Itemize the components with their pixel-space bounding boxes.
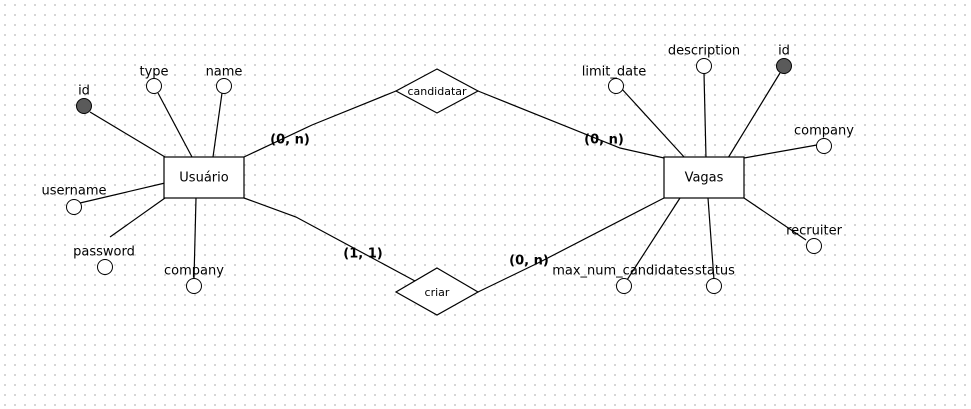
entity-usuario-label: Usuário	[179, 171, 228, 186]
edge-usuario-username	[79, 182, 166, 204]
attribute-vagas-company[interactable]: company	[794, 124, 854, 154]
cardinality-vagas-candidatar: (0, n)	[584, 133, 624, 148]
cardinality-usuario-criar: (1, 1)	[343, 247, 382, 262]
attribute-usuario-company-label: company	[164, 264, 224, 279]
edge-vagas-limit-date	[620, 87, 686, 159]
attribute-usuario-type-label: type	[139, 65, 168, 80]
attribute-usuario-password-label: password	[73, 245, 135, 260]
attribute-vagas-limit-date[interactable]: limit_date	[582, 65, 646, 94]
attribute-vagas-recruiter-label: recruiter	[786, 224, 842, 239]
attribute-vagas-limit-date-label: limit_date	[582, 65, 646, 80]
edge-usuario-criar	[243, 197, 416, 282]
relationship-candidatar[interactable]: candidatar	[394, 68, 480, 114]
attribute-vagas-status[interactable]: status	[695, 264, 735, 294]
attribute-vagas-description-label: description	[668, 44, 740, 59]
edge-usuario-company	[193, 197, 197, 280]
attribute-vagas-max-num-candidates[interactable]: max_num_candidates	[552, 264, 694, 294]
attribute-usuario-id[interactable]: id	[76, 84, 92, 114]
relationship-candidatar-label: candidatar	[407, 85, 467, 98]
edge-vagas-company	[743, 144, 818, 159]
attribute-usuario-username-label: username	[42, 184, 107, 199]
relationship-criar[interactable]: criar	[394, 267, 480, 316]
entity-vagas[interactable]: Vagas	[663, 156, 745, 199]
attribute-usuario-name-label: name	[206, 65, 243, 80]
edge-usuario-password	[109, 197, 166, 238]
attribute-usuario-id-label: id	[78, 84, 90, 99]
edge-usuario-candidatar	[243, 90, 397, 158]
relationship-criar-label: criar	[425, 286, 450, 299]
entity-vagas-label: Vagas	[685, 171, 724, 186]
attribute-vagas-description[interactable]: description	[668, 44, 740, 74]
edge-candidatar-vagas	[477, 90, 665, 159]
cardinality-vagas-criar: (0, n)	[509, 254, 549, 269]
attribute-usuario-name[interactable]: name	[206, 65, 243, 94]
attribute-vagas-max-num-candidates-label: max_num_candidates	[552, 264, 694, 279]
edge-vagas-max-num-candidates	[626, 197, 681, 281]
attribute-usuario-password[interactable]: password	[73, 245, 135, 275]
attribute-usuario-company[interactable]: company	[164, 264, 224, 294]
attribute-vagas-status-label: status	[695, 264, 735, 279]
edge-usuario-type	[157, 92, 193, 158]
edge-vagas-description	[703, 72, 707, 159]
edge-usuario-name	[212, 92, 223, 158]
edge-vagas-recruiter	[743, 197, 807, 241]
attribute-vagas-company-label: company	[794, 124, 854, 139]
attribute-vagas-id[interactable]: id	[776, 44, 792, 74]
attribute-usuario-username[interactable]: username	[42, 184, 107, 215]
attribute-vagas-recruiter[interactable]: recruiter	[786, 224, 843, 254]
edge-vagas-id	[727, 72, 781, 159]
entity-usuario[interactable]: Usuário	[163, 156, 245, 199]
attribute-vagas-id-label: id	[778, 44, 790, 59]
edge-usuario-id	[89, 111, 166, 158]
edge-vagas-status	[707, 197, 715, 281]
attribute-usuario-type[interactable]: type	[139, 65, 169, 94]
cardinality-usuario-candidatar: (0, n)	[270, 133, 310, 148]
edge-criar-vagas	[477, 197, 665, 293]
